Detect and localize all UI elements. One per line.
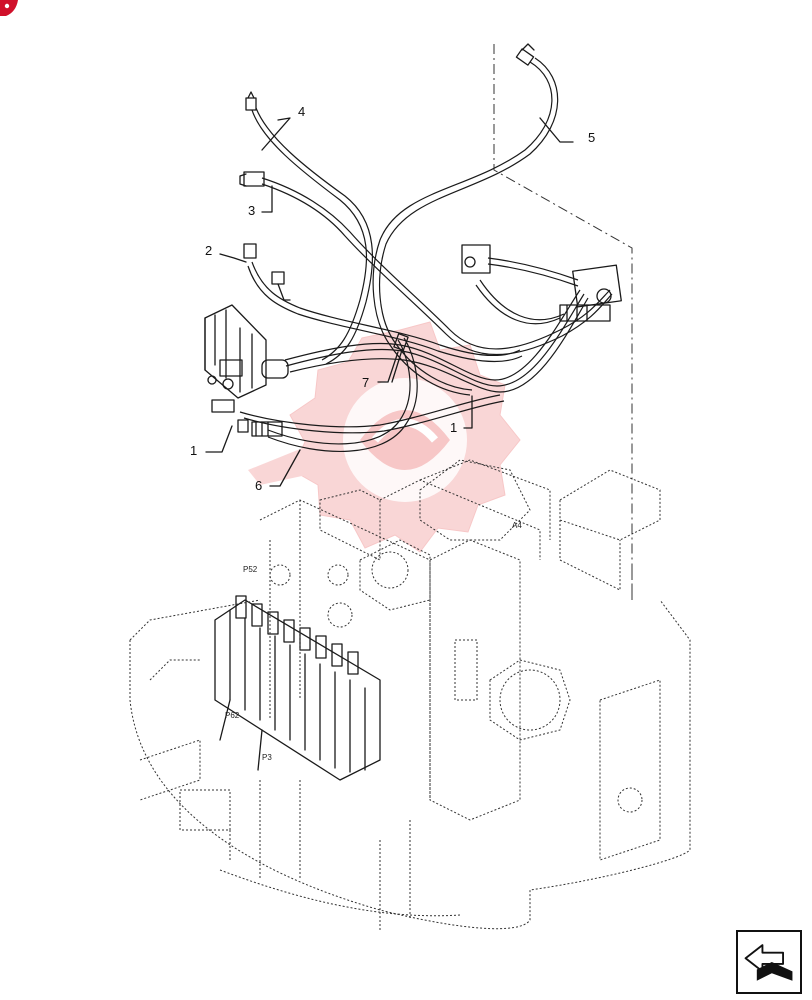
hose-5 bbox=[372, 43, 559, 396]
corner-logo-icon bbox=[0, 0, 18, 16]
label-a4: A4 bbox=[512, 521, 522, 530]
callout-5: 5 bbox=[588, 130, 595, 145]
callout-1-left: 1 bbox=[190, 443, 197, 458]
label-p62: P62 bbox=[225, 711, 240, 720]
callout-1-right: 1 bbox=[450, 420, 457, 435]
pilot-valve-right bbox=[461, 244, 622, 325]
component-labels: P52 A4 P62 P3 bbox=[225, 521, 522, 762]
callout-7: 7 bbox=[362, 375, 369, 390]
callouts: 4 5 3 2 7 1 1 6 bbox=[190, 104, 595, 493]
label-p52: P52 bbox=[243, 565, 258, 574]
upper-structure-base bbox=[129, 599, 691, 930]
hose-1-upper bbox=[284, 289, 589, 393]
callout-2: 2 bbox=[205, 243, 212, 258]
main-frame bbox=[259, 459, 661, 861]
hose-3 bbox=[239, 171, 613, 356]
reference-lines bbox=[493, 44, 633, 600]
previous-page-arrow-icon bbox=[744, 944, 793, 981]
hose-4 bbox=[245, 91, 373, 365]
previous-page-button[interactable] bbox=[736, 930, 802, 994]
callout-6: 6 bbox=[255, 478, 262, 493]
control-valve-block bbox=[214, 595, 381, 781]
callout-3: 3 bbox=[248, 203, 255, 218]
label-p3: P3 bbox=[262, 753, 272, 762]
hose-7 bbox=[391, 333, 409, 383]
hose-2 bbox=[243, 243, 523, 363]
callout-4: 4 bbox=[298, 104, 305, 119]
pilot-valve-left bbox=[204, 304, 289, 437]
